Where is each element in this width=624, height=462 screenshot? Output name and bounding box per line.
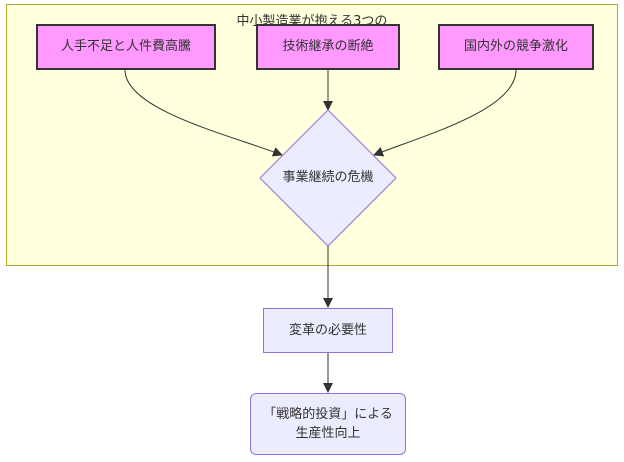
node-skills-transfer: 技術継承の断絶 — [256, 24, 400, 70]
node-need-for-reform-label: 変革の必要性 — [288, 322, 367, 338]
node-business-crisis-label: 事業継続の危機 — [282, 170, 374, 185]
node-competition: 国内外の競争激化 — [438, 24, 594, 70]
node-competition-label: 国内外の競争激化 — [463, 39, 568, 55]
node-need-for-reform: 変革の必要性 — [263, 308, 393, 353]
node-strategic-investment-line2: 生産性向上 — [295, 426, 361, 441]
edge-labor-to-crisis — [124, 69, 283, 157]
node-strategic-investment-line1: 「戦略的投資」による — [263, 406, 393, 422]
edge-competition-to-crisis — [373, 69, 517, 157]
node-strategic-investment: 「戦略的投資」による 生産性向上 — [250, 393, 406, 455]
node-labor-shortage-label: 人手不足と人件費高騰 — [60, 39, 191, 55]
node-skills-transfer-label: 技術継承の断絶 — [282, 39, 374, 55]
node-labor-shortage: 人手不足と人件費高騰 — [36, 24, 216, 70]
